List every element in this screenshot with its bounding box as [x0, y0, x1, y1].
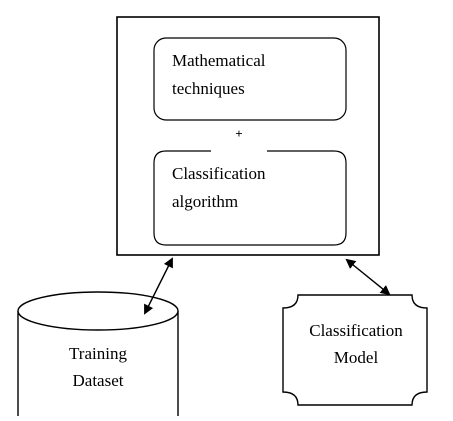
training-dataset-line2: Dataset: [73, 371, 124, 390]
classification-model-line2: Model: [334, 348, 379, 367]
training-dataset-line1: Training: [69, 344, 127, 363]
classification-algorithm-line1: Classification: [172, 164, 266, 183]
plaque-outline: [282, 294, 428, 406]
math-techniques-line1: Mathematical: [172, 51, 266, 70]
classification-algorithm-line2: algorithm: [172, 192, 238, 211]
classification-algorithm-box-outline: [153, 150, 347, 246]
classification-model-line1: Classification: [309, 321, 403, 340]
training-dataset-cylinder: Training Dataset: [17, 291, 179, 416]
math-techniques-box-outline: [153, 37, 347, 121]
cylinder-top-ellipse: [17, 291, 179, 331]
plus-sign: +: [235, 126, 242, 141]
cylinder-body: [17, 311, 179, 416]
classification-model-plaque: Classification Model: [282, 294, 428, 406]
arrow-dataset-to-system: [144, 257, 173, 315]
arrow-system-to-model: [345, 258, 391, 296]
math-techniques-line2: techniques: [172, 79, 245, 98]
math-techniques-box: Mathematical techniques: [153, 37, 347, 121]
classification-algorithm-box: Classification algorithm: [153, 150, 347, 246]
